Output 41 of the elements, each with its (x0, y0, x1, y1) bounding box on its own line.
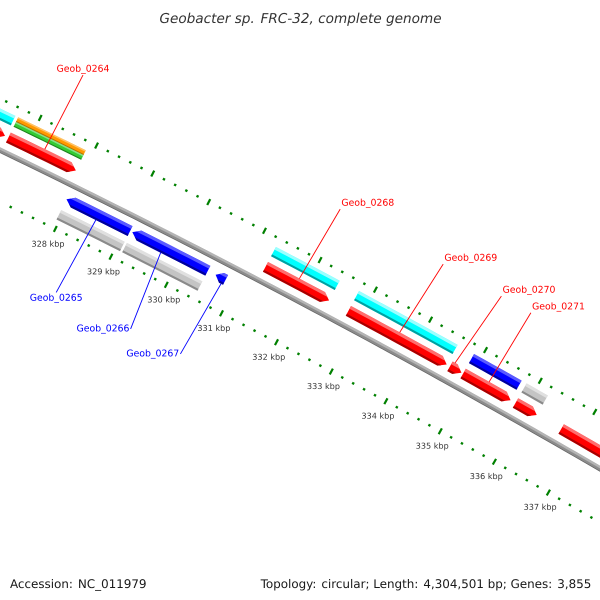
gene-bar (460, 368, 511, 402)
gene-bar (216, 272, 228, 285)
leader-line (488, 312, 532, 382)
gene-bar (262, 262, 330, 302)
leader-line (56, 220, 96, 293)
leader-line (298, 208, 341, 279)
tick-label: 333 kbp (308, 382, 340, 391)
title: Geobacter sp. FRC-32, complete genome (160, 12, 441, 26)
footer-text: Topology: circular; Length: 4,304,501 bp; Genes: 3,855 (260, 578, 590, 590)
leader-line (44, 74, 84, 150)
gene-bar (447, 362, 462, 374)
gene-label: Geob_0265 (30, 294, 82, 303)
gene-bar (346, 306, 447, 366)
tick-label: 332 kbp (252, 354, 285, 362)
gene-label: Geob_0264 (57, 64, 109, 74)
gene-bar (0, 127, 5, 137)
gene-label: Geob_0266 (77, 324, 129, 334)
tick-label: 329 kbp (88, 268, 120, 276)
footer-text: Accession: NC_011979 (10, 578, 146, 591)
leader-line (399, 264, 444, 333)
gene-label: Geob_0267 (126, 349, 178, 359)
tick-label: 334 kbp (362, 412, 394, 420)
leader-line (180, 283, 222, 354)
tick-label: 328 kbp (32, 240, 64, 248)
tick-label: 335 kbp (416, 442, 448, 450)
category-bar (122, 242, 202, 291)
gene-label: Geob_0268 (342, 198, 394, 208)
gene-bar (558, 424, 600, 458)
category-bar (521, 383, 548, 405)
tick-label: 330 kbp (148, 296, 180, 304)
leader-line (130, 252, 162, 330)
gene-label: Geob_0270 (503, 286, 555, 295)
tick-label: 331 kbp (198, 324, 230, 333)
leader-line (454, 296, 502, 364)
gene-bar (512, 398, 537, 416)
tick-label: 336 kbp (470, 472, 502, 481)
gene-bar (6, 132, 76, 172)
gene-label: Geob_0271 (532, 302, 584, 312)
tick-label: 337 kbp (524, 504, 556, 512)
category-bar (0, 108, 16, 126)
gene-label: Geob_0269 (444, 254, 497, 263)
